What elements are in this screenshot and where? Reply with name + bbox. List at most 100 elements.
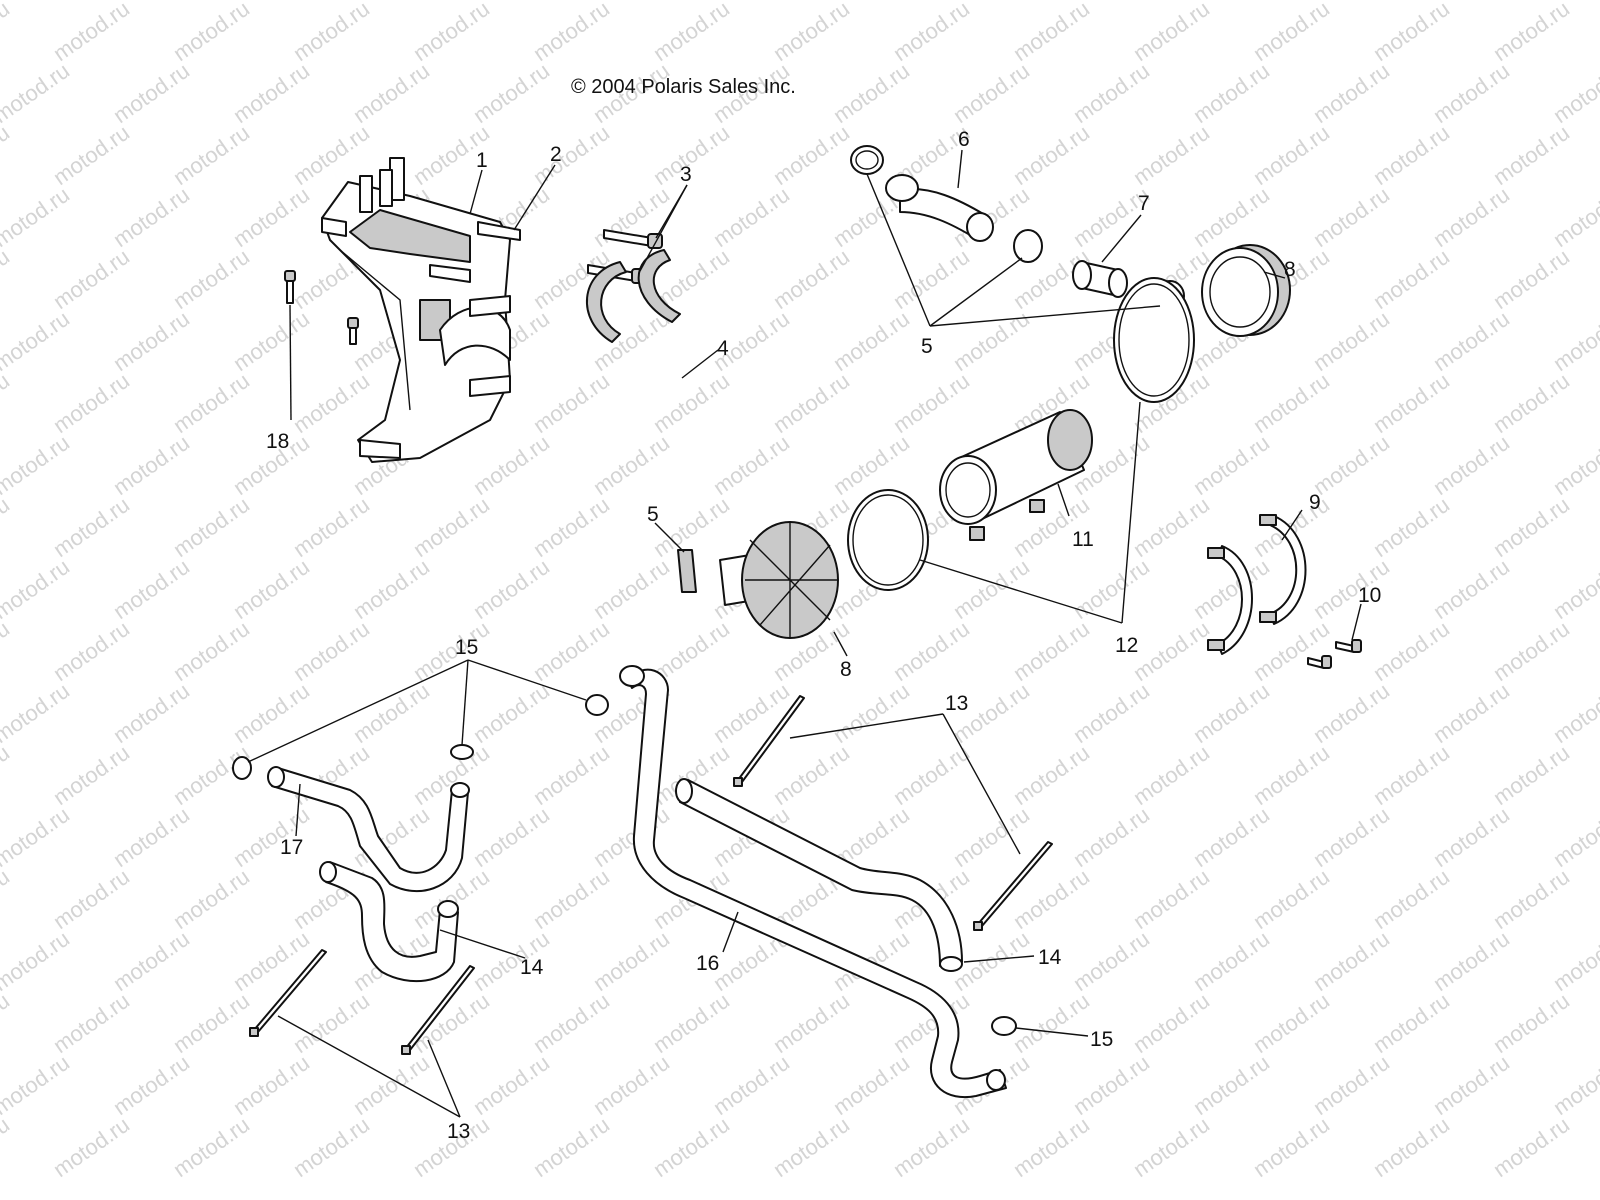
callout-12: 12 [1115,634,1138,657]
watermark-text: motod.ru [0,554,74,624]
watermark-text: motod.ru [949,802,1034,872]
watermark-text: motod.ru [49,616,134,686]
watermark-text: motod.ru [1369,988,1454,1058]
cable-tie-13-upper [733,695,805,787]
watermark-text: motod.ru [1549,926,1600,996]
watermark-text: motod.ru [1249,616,1334,686]
watermark-text: motod.ru [1069,1050,1154,1120]
watermark-text: motod.ru [829,1050,914,1120]
watermark-text: motod.ru [709,678,794,748]
bent-hose-6 [885,174,994,242]
watermark-text: motod.ru [1009,1112,1094,1182]
watermark-text: motod.ru [229,306,314,376]
watermark-text: motod.ru [529,0,614,66]
watermark-text: motod.ru [169,616,254,686]
watermark-text: motod.ru [1549,1050,1600,1120]
watermark-text: motod.ru [49,740,134,810]
watermark-text: motod.ru [289,492,374,562]
watermark-text: motod.ru [229,58,314,128]
watermark-text: motod.ru [1189,1050,1274,1120]
watermark-text: motod.ru [1369,492,1454,562]
watermark-text: motod.ru [229,1050,314,1120]
clamp-15-c [585,694,609,716]
callout-5-upper: 5 [921,335,933,358]
watermark-text: motod.ru [1429,802,1514,872]
watermark-text: motod.ru [0,740,14,810]
watermark-text: motod.ru [229,554,314,624]
watermark-text: motod.ru [1129,0,1214,66]
watermark-text: motod.ru [949,306,1034,376]
watermark-text: motod.ru [1069,802,1154,872]
watermark-text: motod.ru [829,58,914,128]
watermark-text: motod.ru [1549,802,1600,872]
bolt-10 [1307,639,1362,669]
watermark-text: motod.ru [169,492,254,562]
watermark-text: motod.ru [49,1112,134,1182]
watermark-text: motod.ru [1369,120,1454,190]
watermark-text: motod.ru [1429,554,1514,624]
watermark-text: motod.ru [1309,926,1394,996]
watermark-text: motod.ru [0,1112,14,1182]
callout-6: 6 [958,128,970,151]
watermark-text: motod.ru [1489,120,1574,190]
leader-lines [247,149,1362,1118]
bolt-18 [284,270,359,345]
watermark-text: motod.ru [349,678,434,748]
watermark-text: motod.ru [1009,120,1094,190]
watermark-text: motod.ru [1429,926,1514,996]
watermark-text: motod.ru [529,492,614,562]
callout-7: 7 [1138,192,1150,215]
callout-2: 2 [550,143,562,166]
mounting-bracket [321,157,521,463]
watermark-text: motod.ru [589,554,674,624]
watermark-text: motod.ru [469,554,554,624]
watermark-text: motod.ru [49,244,134,314]
watermark-text: motod.ru [649,368,734,438]
watermark-text: motod.ru [0,492,14,562]
watermark-text: motod.ru [1489,1112,1574,1182]
watermark-text: motod.ru [0,678,74,748]
watermark-text: motod.ru [769,120,854,190]
watermark-text: motod.ru [1189,802,1274,872]
hose-14-right [675,778,963,972]
o-ring-12-upper [1113,277,1195,403]
callout-labels: 1 2 3 4 5 6 7 8 9 10 11 12 5 8 15 13 17 … [266,128,1381,1143]
watermark-text: motod.ru [529,1112,614,1182]
cable-tie-13-right [973,841,1053,931]
watermark-text: motod.ru [0,802,74,872]
watermark-text: motod.ru [1249,1112,1334,1182]
watermark-text: motod.ru [889,1112,974,1182]
watermark-text: motod.ru [889,740,974,810]
watermark-text: motod.ru [829,430,914,500]
watermark-text: motod.ru [769,988,854,1058]
callout-16: 16 [696,952,719,975]
watermark-text: motod.ru [949,58,1034,128]
watermark-text: motod.ru [769,244,854,314]
watermark-text: motod.ru [0,368,14,438]
callout-9: 9 [1309,491,1321,514]
watermark-text: motod.ru [1309,182,1394,252]
watermark-text: motod.ru [109,554,194,624]
watermark-text: motod.ru [1249,0,1334,66]
watermark-text: motod.ru [1249,988,1334,1058]
watermark-text: motod.ru [889,0,974,66]
watermark-text: motod.ru [0,182,74,252]
watermark-text: motod.ru [529,988,614,1058]
watermark-text: motod.ru [109,1050,194,1120]
callout-8-upper: 8 [1284,258,1296,281]
watermark-text: motod.ru [0,616,14,686]
watermark-text: motod.ru [109,306,194,376]
watermark-text: motod.ru [589,926,674,996]
watermark-text: motod.ru [1009,492,1094,562]
watermark-text: motod.ru [1549,306,1600,376]
watermark-text: motod.ru [1489,492,1574,562]
watermark-text: motod.ru [349,58,434,128]
watermark-text: motod.ru [769,368,854,438]
clamp-15-a [232,756,252,780]
watermark-text: motod.ru [169,1112,254,1182]
watermark-text: motod.ru [1549,58,1600,128]
watermark-text: motod.ru [1069,58,1154,128]
watermark-text: motod.ru [469,430,554,500]
clamp-5-b [1013,229,1043,263]
hose-16 [619,665,1007,1099]
